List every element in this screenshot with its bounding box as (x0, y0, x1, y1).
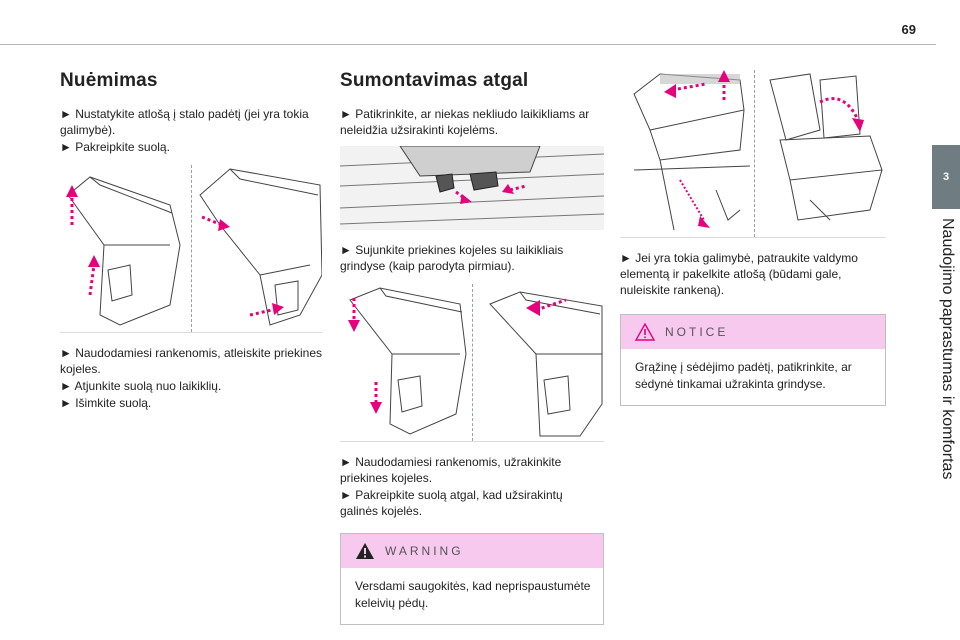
step: ► Atjunkite suolą nuo laikiklių. (60, 379, 222, 393)
notice-label: NOTICE (665, 325, 729, 339)
notice-text: Grąžinę į sėdėjimo padėtį, patikrinkite,… (635, 360, 852, 391)
section-title-removal: Nuėmimas (60, 70, 158, 91)
illustration-bench-tilt (60, 165, 323, 333)
notice-header: NOTICE (621, 315, 885, 349)
step: ► Sujunkite priekines kojeles su laikikl… (340, 243, 564, 273)
step: ► Naudodamiesi rankenomis, užrakinkite p… (340, 455, 562, 485)
step: ► Pakreipkite suolą atgal, kad užsirakin… (340, 488, 563, 518)
step: ► Nustatykite atlošą į stalo padėtį (jei… (60, 107, 309, 137)
warning-text: Versdami saugokitės, kad neprispaustumėt… (355, 579, 591, 610)
notice-triangle-icon (635, 323, 655, 341)
column-backrest: ► Jei yra tokia galimybė, patraukite val… (620, 70, 886, 406)
step: ► Pakreipkite suolą. (60, 140, 170, 154)
chapter-title: Naudojimo paprastumas ir komfortas (939, 218, 956, 480)
notice-box: NOTICE Grąžinę į sėdėjimo padėtį, patikr… (620, 314, 886, 406)
illustration-backrest-raise (620, 70, 886, 238)
illustration-floor-anchors (339, 145, 605, 230)
column-reinstall: Sumontavimas atgal ► Patikrinkite, ar ni… (339, 70, 605, 625)
section-title-reinstall: Sumontavimas atgal (340, 70, 529, 91)
warning-box: WARNING Versdami saugokitės, kad neprisp… (340, 533, 604, 625)
chapter-number: 3 (942, 171, 950, 183)
figure-divider (754, 70, 755, 237)
figure-divider (472, 284, 473, 441)
step: ► Jei yra tokia galimybė, patraukite val… (620, 251, 858, 297)
header-rule (0, 44, 936, 45)
page-number: 69 (901, 22, 916, 37)
column-removal: Nuėmimas ► Nustatykite atlošą į stalo pa… (60, 70, 323, 412)
step: ► Naudodamiesi rankenomis, atleiskite pr… (60, 346, 322, 376)
illustration-bench-lock (340, 284, 604, 442)
warning-triangle-icon (356, 543, 374, 559)
step: ► Išimkite suolą. (60, 396, 152, 410)
bench-lock-drawing (348, 287, 603, 437)
backrest-raise-drawing (633, 70, 883, 231)
warning-header: WARNING (341, 534, 603, 568)
floor-anchor-drawing (339, 145, 605, 230)
chapter-tab: 3 (932, 145, 960, 209)
figure-divider (191, 165, 192, 332)
bench-tilt-drawing (66, 168, 323, 326)
warning-label: WARNING (385, 544, 464, 558)
step: ► Patikrinkite, ar niekas nekliudo laiki… (340, 107, 590, 137)
